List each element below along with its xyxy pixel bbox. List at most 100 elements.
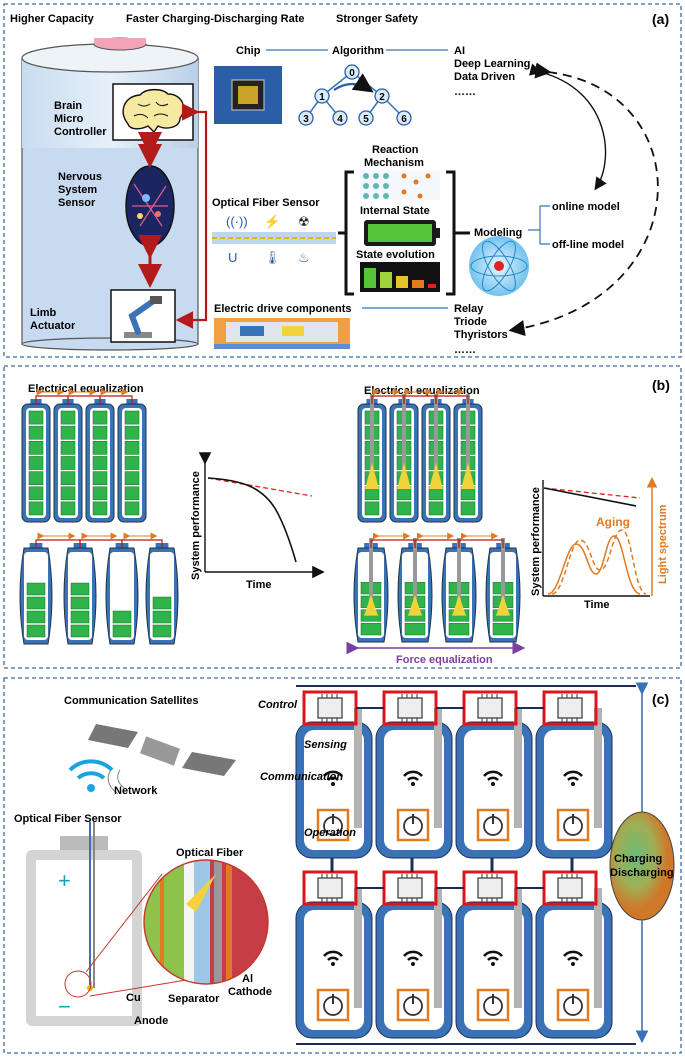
panel-c-tag: (c): [652, 691, 669, 707]
power-button-icon: [476, 988, 510, 1022]
zoom-lines: [85, 873, 199, 997]
modeling-branch: [528, 205, 550, 245]
left-performance-chart: System performance Time: [190, 452, 325, 591]
sensing-label: Sensing: [304, 739, 347, 751]
svg-text:0: 0: [349, 68, 355, 79]
relay-label-1: Relay: [454, 303, 484, 315]
battery-cell: [85, 399, 115, 523]
power-button-icon: [476, 808, 510, 842]
brain-label-1: Brain: [54, 100, 82, 112]
nervous-label-2: System: [58, 184, 97, 196]
power-button-icon: [316, 988, 350, 1022]
battery-cell: [105, 543, 139, 645]
wifi-icon: [323, 950, 343, 966]
battery-cell: [357, 394, 387, 523]
svg-text:((·)): ((·)): [226, 214, 248, 229]
robot-arm-icon: [110, 289, 176, 343]
cathode-label: Cathode: [228, 986, 272, 998]
internal-state-label: Internal State: [360, 205, 430, 217]
battery-cell: [19, 543, 53, 645]
separator-label: Separator: [168, 993, 220, 1005]
battery-cell: [63, 543, 97, 645]
tree-node: 5: [358, 110, 374, 126]
electric-drive-icon: [214, 318, 350, 349]
right-xlabel: Time: [584, 599, 609, 611]
smart-cell: [295, 870, 373, 1039]
battery-cell: [353, 538, 389, 643]
fiber-sensor-icon: ((·)) ⚡ ☢ U 🌡 ♨: [212, 214, 336, 265]
tree-node: 6: [396, 110, 412, 126]
online-model-label: online model: [552, 201, 620, 213]
force-eq-label: Force equalization: [396, 654, 493, 666]
battery-cell: [389, 394, 419, 523]
elec-eq-left-label: Electrical equalization: [28, 383, 144, 395]
relay-label-2: Triode: [454, 316, 487, 328]
discharging-label: Discharging: [610, 867, 674, 879]
svg-text:3: 3: [303, 114, 309, 125]
svg-text:5: 5: [363, 114, 369, 125]
tree-swap-arrow: [333, 73, 374, 93]
electric-drive-label: Electric drive components: [214, 303, 352, 315]
nervous-label-3: Sensor: [58, 197, 96, 209]
brain-label-3: Controller: [54, 126, 107, 138]
left-ylabel: System performance: [190, 471, 202, 580]
ofs-label: Optical Fiber Sensor: [14, 813, 122, 825]
battery-cell: [397, 538, 433, 643]
smart-cell: [295, 690, 373, 859]
bus-link: [458, 539, 504, 548]
pouch-cell: [26, 822, 142, 1026]
wifi-icon: [323, 770, 343, 786]
offline-model-label: off-line model: [552, 239, 624, 251]
ai-label-4: ……: [454, 86, 476, 98]
mcu-chip-icon: [397, 874, 423, 902]
battery-cell: [117, 399, 147, 523]
degraded-performance-curve: [207, 477, 297, 563]
svg-text:1: 1: [319, 92, 325, 103]
svg-text:⚡: ⚡: [264, 214, 280, 230]
power-button-icon: [556, 808, 590, 842]
header-safety: Stronger Safety: [336, 13, 419, 25]
satellite-icon: [88, 724, 236, 795]
reaction-label-1: Reaction: [372, 144, 419, 156]
brain-label-2: Micro: [54, 113, 84, 125]
smart-cell-array: [295, 690, 613, 1039]
magnified-layers: [143, 859, 269, 985]
bus-link: [35, 539, 81, 548]
brain-icon: [112, 83, 194, 141]
chip-label: Chip: [236, 45, 261, 57]
operation-label: Operation: [304, 827, 356, 839]
panel-a-tag: (a): [652, 11, 669, 27]
svg-text:4: 4: [337, 114, 343, 125]
panel-a: (a) Higher Capacity Faster Charging-Disc…: [3, 3, 682, 358]
wifi-network-icon: [68, 759, 114, 792]
ai-online-arrow: [528, 63, 607, 191]
aging-label: Aging: [596, 515, 630, 529]
battery-cell: [53, 399, 83, 523]
state-evolution-label: State evolution: [356, 249, 435, 261]
right-actual-line: [543, 487, 637, 507]
wifi-icon: [483, 950, 503, 966]
power-button-icon: [396, 808, 430, 842]
tree-node: 1: [314, 88, 330, 104]
algorithm-label: Algorithm: [332, 45, 384, 57]
light-spectrum-label: Light spectrum: [657, 504, 669, 584]
atom-icon: [469, 236, 529, 296]
anode-label: Anode: [134, 1015, 168, 1027]
spectrum-initial-curve: [547, 535, 641, 595]
charging-label: Charging: [614, 853, 662, 865]
bus-link: [435, 395, 469, 404]
relay-label-4: ……: [454, 344, 476, 356]
wifi-icon: [483, 770, 503, 786]
tree-node: 3: [298, 110, 314, 126]
svg-text:U: U: [228, 250, 237, 265]
panel-b-tag: (b): [652, 377, 670, 393]
ai-label-2: Deep Learning: [454, 58, 530, 70]
lattice-icon: [360, 170, 440, 200]
mcu-chip-icon: [557, 874, 583, 902]
tree-node: 2: [374, 88, 390, 104]
minus-sign: −: [58, 994, 71, 1019]
bus-link: [121, 539, 163, 548]
battery-cell: [145, 543, 179, 645]
nervous-label-1: Nervous: [58, 171, 102, 183]
wifi-icon: [563, 770, 583, 786]
